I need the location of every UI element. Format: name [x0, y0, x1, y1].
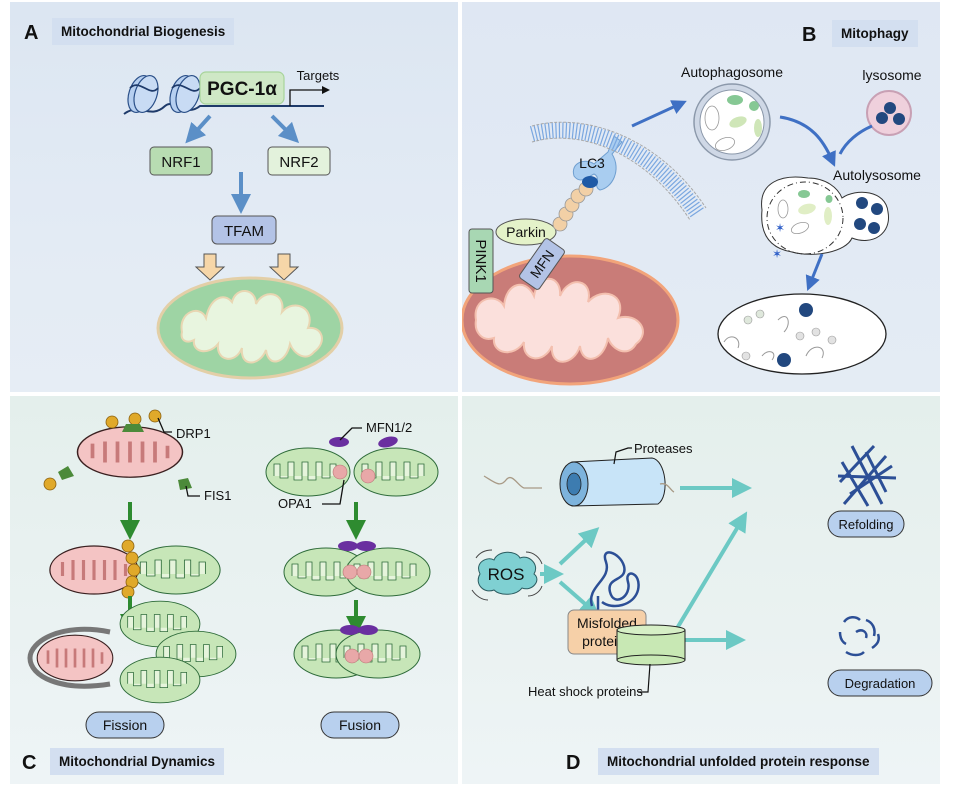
misfolded-protein-icon — [589, 551, 640, 614]
fis1-icon — [58, 424, 192, 490]
degraded-contents-icon — [717, 293, 887, 375]
damaged-mitochondrion-icon — [462, 254, 680, 386]
refolding-label: Refolding — [839, 517, 894, 532]
phagophore-icon — [27, 626, 111, 689]
heat-shock-protein-icon — [616, 624, 686, 666]
promoter-arrow-icon — [289, 89, 322, 106]
down-arrow-icon — [194, 253, 226, 281]
panel-letter-c: C — [22, 752, 37, 774]
svg-text:✶: ✶ — [772, 247, 782, 261]
arrow-hsp-to-refolding — [656, 511, 748, 642]
arrow-lysosome-fusion — [838, 124, 873, 155]
nrf1-box — [149, 146, 213, 176]
arrow-to-nrf1 — [185, 114, 212, 144]
phagophore-membrane-icon — [529, 121, 707, 221]
fission-label-pill: Fission — [85, 711, 165, 739]
proteases-label: Proteases — [634, 441, 693, 456]
panel-mitophagy: B Mitophagy PINK1 Parkin MFN — [462, 2, 940, 392]
degradation-label: Degradation — [845, 676, 916, 691]
mitochondrion-icon — [156, 276, 344, 380]
parkin-ellipse — [495, 218, 557, 246]
mfn12-icon — [329, 436, 398, 448]
svg-text:✶: ✶ — [775, 221, 785, 235]
mitochondrion-icon — [131, 545, 221, 595]
parkin-label: Parkin — [506, 224, 546, 240]
lysosome-icon — [866, 90, 912, 136]
panel-letter-a: A — [24, 22, 39, 44]
panel-title-d: Mitochondrial unfolded protein response — [598, 748, 879, 775]
nrf2-box — [267, 146, 331, 176]
pgc1a-box — [199, 71, 285, 105]
panel-unfolded-protein-response: D Mitochondrial unfolded protein respons… — [462, 396, 940, 784]
nrf1-label: NRF1 — [161, 154, 200, 171]
tfam-box — [211, 215, 277, 245]
degraded-protein-icon — [838, 616, 880, 657]
tfam-label: TFAM — [224, 223, 264, 240]
mfn12-label: MFN1/2 — [366, 420, 412, 435]
autophagosome-label: Autophagosome — [681, 64, 783, 80]
biogenesis-diagram: PGC-1α Targets NRF1 NRF2 TFAM — [123, 68, 344, 380]
mitochondrion-icon — [119, 656, 201, 704]
refolded-protein-icon — [837, 444, 897, 507]
heat-shock-label: Heat shock proteins — [528, 684, 643, 699]
drp1-label: DRP1 — [176, 426, 211, 441]
dynamics-diagram: DRP1 FIS1 Fission — [27, 409, 439, 739]
pgc1a-label: PGC-1α — [207, 79, 277, 100]
lysosome-label: lysosome — [862, 67, 921, 83]
mitochondrion-icon — [75, 424, 185, 480]
arrow-to-hsp — [558, 580, 600, 617]
arrow-to-degradation — [805, 253, 824, 291]
autolysosome-icon: ✶ ✶ — [761, 176, 889, 261]
mitophagy-diagram: PINK1 Parkin MFN LC3 — [462, 64, 922, 386]
refolding-label-pill: Refolding — [827, 510, 905, 538]
lc3-label: LC3 — [579, 155, 605, 171]
pink1-label: PINK1 — [472, 239, 489, 282]
arrow-to-autophagosome — [631, 100, 687, 128]
autophagosome-icon — [693, 83, 771, 161]
panel-title-c: Mitochondrial Dynamics — [50, 748, 225, 775]
nrf2-label: NRF2 — [279, 154, 318, 171]
dna-nucleosome-icon — [123, 75, 324, 115]
peptide-chain-icon — [483, 475, 542, 489]
ubiquitin-chain-icon — [552, 181, 594, 232]
ros-label: ROS — [488, 565, 525, 584]
pink1-box — [468, 228, 494, 294]
targets-label: Targets — [297, 68, 340, 83]
opa1-label: OPA1 — [278, 496, 312, 511]
panel-letter-b: B — [802, 24, 817, 46]
down-arrow-icon — [268, 253, 300, 281]
autolysosome-label: Autolysosome — [833, 167, 921, 183]
drp1-ring-icon — [121, 539, 141, 599]
fusion-label-pill: Fusion — [320, 711, 400, 739]
lc3-receptor-icon — [572, 135, 623, 191]
panel-letter-d: D — [566, 752, 581, 774]
arrow-to-autolysosome — [779, 115, 836, 167]
panel-mitochondrial-dynamics: C Mitochondrial Dynamics — [10, 396, 458, 784]
panel-title-b: Mitophagy — [832, 20, 918, 47]
fusion-label: Fusion — [339, 717, 381, 733]
opa1-icon — [332, 464, 376, 484]
degradation-label-pill: Degradation — [827, 669, 933, 697]
fis1-label: FIS1 — [204, 488, 231, 503]
uprmt-diagram: Proteases ROS Misfolded proteins H — [471, 441, 933, 699]
arrow-to-proteases — [558, 527, 600, 566]
mitochondrion-icon — [35, 633, 115, 683]
protease-barrel-icon — [559, 457, 666, 507]
panel-title-a: Mitochondrial Biogenesis — [52, 18, 235, 45]
ros-cloud-icon — [471, 549, 543, 601]
fission-label: Fission — [103, 717, 147, 733]
arrow-to-nrf2 — [270, 114, 300, 144]
panel-mitochondrial-biogenesis: A Mitochondrial Biogenesis PGC-1α Target… — [10, 2, 458, 392]
